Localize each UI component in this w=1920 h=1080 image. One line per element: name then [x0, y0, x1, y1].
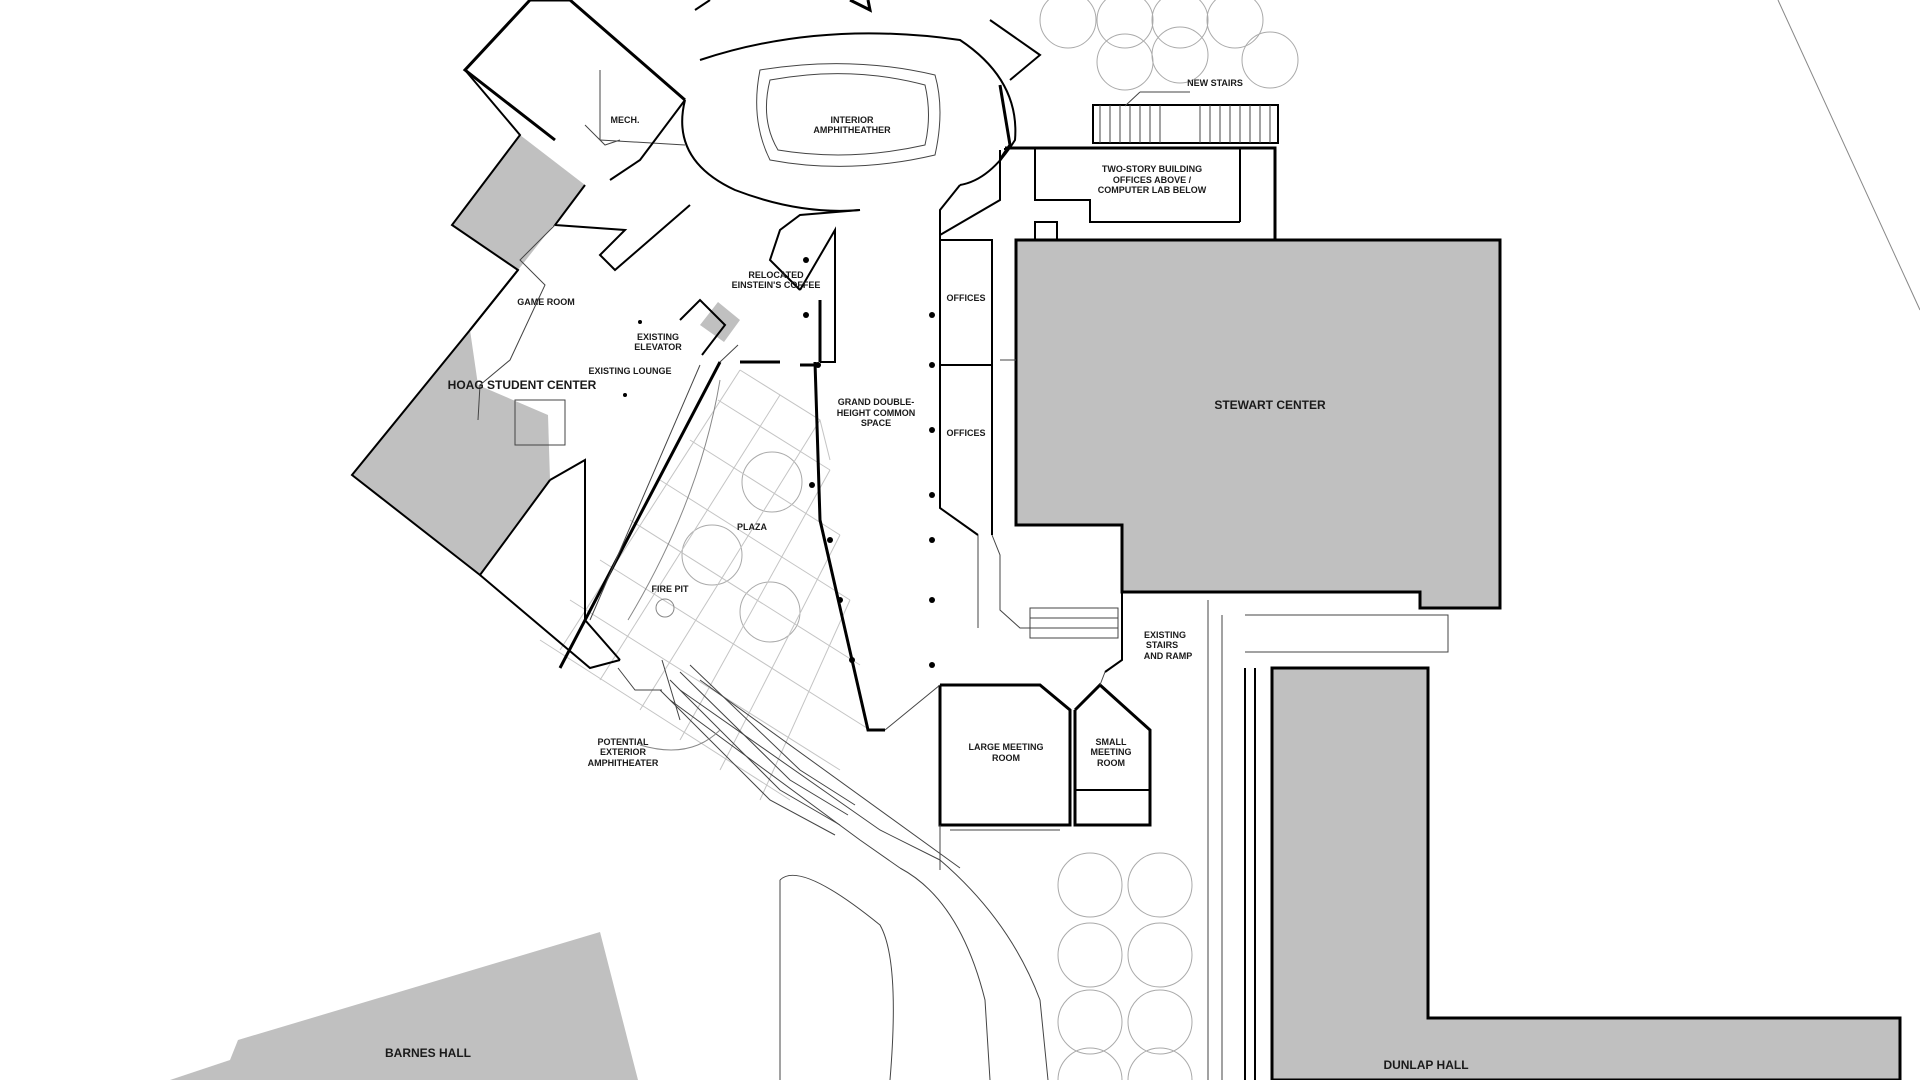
exterior-amphitheater-steps: [617, 598, 856, 836]
trees-south: [1057, 852, 1193, 1080]
label-new-stairs: NEW STAIRS: [1187, 78, 1243, 88]
label-relocated-coffee-1: RELOCATED: [748, 270, 804, 280]
hoag-gray-north: [452, 135, 585, 270]
label-large-meeting-1: LARGE MEETING: [968, 742, 1043, 752]
two-story-building: [939, 146, 1277, 241]
label-existing-stairs-1: EXISTING: [1144, 630, 1186, 640]
dunlap-hall-building: [1270, 666, 1902, 1080]
label-interior-amphitheater-2: AMPHITHEATHER: [813, 125, 891, 135]
label-existing-lounge: EXISTING LOUNGE: [588, 366, 671, 376]
hoag-walls: [350, 0, 739, 670]
roads: [669, 0, 1920, 1080]
label-small-meeting-2: MEETING: [1090, 747, 1131, 757]
label-small-meeting-1: SMALL: [1096, 737, 1127, 747]
barnes-hall-building: [170, 932, 638, 1080]
label-small-meeting-3: ROOM: [1097, 758, 1125, 768]
label-potential-amph-2: EXTERIOR: [600, 747, 647, 757]
label-grand-common-1: GRAND DOUBLE-: [838, 397, 915, 407]
label-existing-stairs-2: STAIRS: [1146, 640, 1178, 650]
label-grand-common-2: HEIGHT COMMON: [837, 408, 916, 418]
label-existing-elevator-1: EXISTING: [637, 332, 679, 342]
label-grand-common-3: SPACE: [861, 418, 891, 428]
label-barnes-hall: BARNES HALL: [385, 1046, 471, 1060]
trees-plaza: [681, 451, 803, 643]
label-two-story-3: COMPUTER LAB BELOW: [1098, 185, 1207, 195]
label-potential-amph-3: AMPHITHEATER: [588, 758, 659, 768]
label-plaza: PLAZA: [737, 522, 767, 532]
label-interior-amphitheater-1: INTERIOR: [830, 115, 874, 125]
label-existing-stairs-3: AND RAMP: [1144, 651, 1193, 661]
meeting-rooms: [884, 671, 1152, 870]
label-two-story-2: OFFICES ABOVE /: [1113, 175, 1192, 185]
label-fire-pit: FIRE PIT: [651, 584, 689, 594]
label-existing-elevator-2: ELEVATOR: [634, 342, 682, 352]
amphitheater-structure: [681, 0, 1042, 291]
label-dunlap-hall: DUNLAP HALL: [1383, 1058, 1468, 1072]
label-game-room: GAME ROOM: [517, 297, 575, 307]
new-stairs: [1092, 91, 1279, 144]
label-offices-upper: OFFICES: [946, 293, 985, 303]
label-relocated-coffee-2: EINSTEIN'S COFFEE: [732, 280, 821, 290]
label-mech: MECH.: [611, 115, 640, 125]
label-large-meeting-2: ROOM: [992, 753, 1020, 763]
trees-north: [1039, 0, 1299, 91]
hoag-gray-west: [352, 330, 550, 575]
label-two-story-1: TWO-STORY BUILDING: [1102, 164, 1202, 174]
label-offices-lower: OFFICES: [946, 428, 985, 438]
label-stewart-center: STEWART CENTER: [1214, 398, 1326, 412]
elevator-gray: [700, 302, 740, 342]
label-hoag-student-center: HOAG STUDENT CENTER: [448, 378, 597, 392]
columns: [623, 257, 935, 668]
stewart-center-building: [1014, 238, 1502, 610]
label-potential-amph-1: POTENTIAL: [598, 737, 650, 747]
dunlap-walkway: [1244, 668, 1256, 1080]
central-common-space: [740, 226, 1123, 732]
